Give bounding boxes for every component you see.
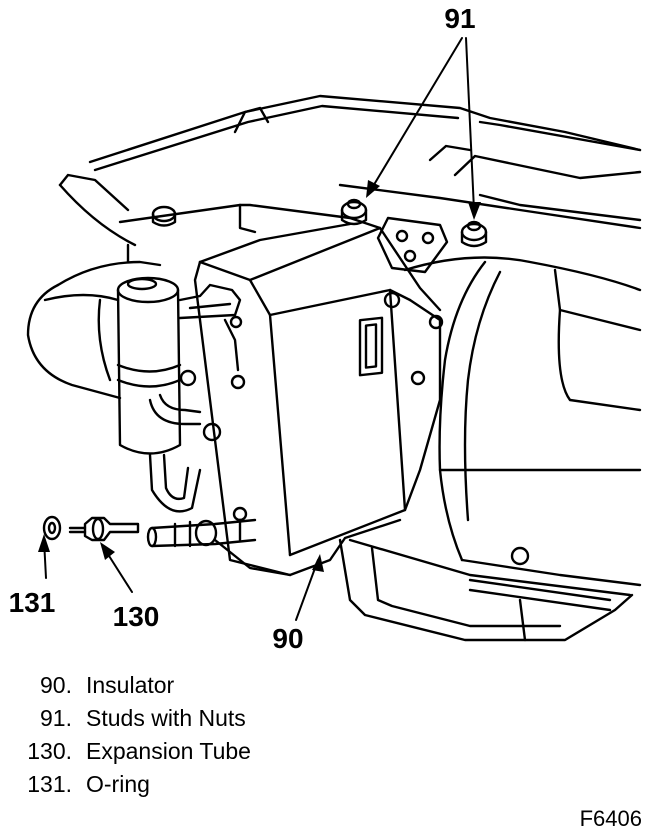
legend-number: 130. (27, 738, 72, 764)
legend-number: 90. (40, 672, 72, 698)
stud-nut-top-left (151, 205, 177, 227)
inlet-pipe (178, 283, 246, 442)
diagram-drawing: 91 131 130 90 (9, 3, 642, 654)
evaporator-housing (118, 203, 442, 577)
stud-nut-right (460, 220, 488, 248)
legend-label: Studs with Nuts (86, 705, 246, 731)
legend-label: O-ring (86, 771, 150, 797)
stud-nut-side (383, 291, 530, 566)
accumulator (116, 276, 182, 455)
mounting-bracket (376, 216, 449, 274)
blower-shroud (26, 243, 162, 400)
legend-number: 91. (40, 705, 72, 731)
callout-131: 131 (9, 587, 56, 618)
legend-label: Insulator (86, 672, 175, 698)
legend-number: 131. (27, 771, 72, 797)
callout-90: 90 (272, 623, 303, 654)
expansion-tube (68, 516, 140, 542)
callout-130: 130 (113, 601, 160, 632)
callout-91: 91 (444, 3, 475, 34)
arrowheads (38, 180, 481, 572)
dashboard-outline (58, 94, 642, 587)
lower-duct (338, 538, 634, 642)
hvac-diagram: 91 131 130 90 (9, 3, 642, 654)
liquid-line (146, 506, 257, 548)
insulator-slot (358, 316, 384, 377)
figure-code: F6406 (579, 806, 642, 831)
o-ring (42, 515, 62, 541)
legend-label: Expansion Tube (86, 738, 251, 764)
stud-nut-left (340, 198, 368, 226)
refrigerant-tube (148, 393, 202, 513)
